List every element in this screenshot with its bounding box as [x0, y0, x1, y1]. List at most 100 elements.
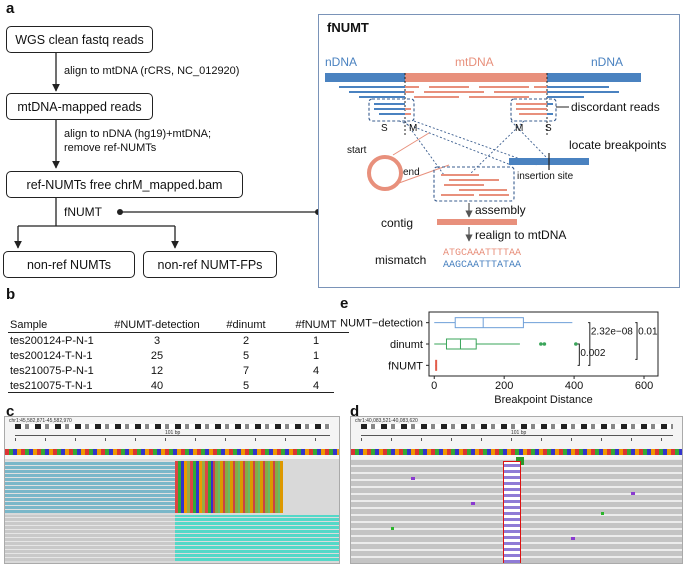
panel-label-d: d [350, 403, 360, 420]
mismatch-block [175, 461, 213, 513]
label-ndna-left: nDNA [325, 55, 358, 69]
boxplot-chart: NUMT−detection dinumt fNUMT 0 200 400 600Break… [340, 311, 659, 405]
flow-box-nonref-numts: non-ref NUMTs [3, 251, 135, 278]
reference-sequence [351, 449, 682, 455]
box-outlier [542, 342, 547, 346]
igv-view-d: chr1:40,083,521-40,083,620 101 bp [350, 416, 683, 564]
label-discordant-reads: discordant reads [571, 100, 660, 114]
flow-box-nonref-fps: non-ref NUMT-FPs [143, 251, 277, 278]
table-cell: 1 [312, 334, 320, 347]
snv-mark [391, 527, 394, 530]
label-mismatch: mismatch [375, 253, 427, 267]
significance-bracket [635, 322, 638, 360]
table-cell: 12 [150, 364, 164, 377]
flow-step-align-mtdna: align to mtDNA (rCRS, NC_012920) [64, 65, 240, 77]
category-label: fNUMT [388, 360, 423, 372]
ruler-line [15, 435, 330, 436]
table-cell: 1 [312, 349, 320, 362]
label-s2: S [545, 123, 552, 134]
p-value-label: 2.32e−08 [591, 327, 633, 338]
table-bottom-rule [8, 392, 334, 393]
igv-span-d: 101 bp [511, 430, 527, 436]
table-row: tes200124-T-N-1 25 5 1 [8, 348, 349, 363]
flow-step-remove-ref: remove ref-NUMTs [64, 142, 157, 154]
label-realign: realign to mtDNA [475, 228, 567, 242]
label-contig: contig [381, 216, 414, 230]
table-row: tes210075-P-N-1 12 7 4 [8, 363, 349, 378]
ruler-line [361, 435, 673, 436]
insertion-mark [631, 492, 635, 495]
label-insertion-site: insertion site [517, 171, 574, 182]
table-row: tes210075-T-N-1 40 5 4 [8, 378, 349, 393]
panel-label-b: b [6, 286, 16, 303]
box-outlier [539, 342, 543, 346]
table-cell: 4 [312, 379, 320, 392]
table-cell: 5 [242, 349, 250, 362]
flow-step-align-ndna: align to nDNA (hg19)+mtDNA; [64, 128, 212, 140]
table-header: #dinumt [209, 317, 283, 333]
flow-box-mtdna-mapped: mtDNA-mapped reads [6, 93, 153, 120]
label-mtdna: mtDNA [455, 55, 494, 69]
table-row: tes200124-P-N-1 3 2 1 [8, 333, 349, 349]
x-tick-label: 600 [635, 380, 653, 392]
ruler-ticks [15, 438, 330, 441]
igv-locus-c: chr1:45,582,871-45,582,970 [9, 418, 72, 424]
reference-sequence [5, 449, 339, 455]
reads-block-right [175, 515, 339, 561]
table-cell: 5 [242, 379, 250, 392]
flow-box-fastq: WGS clean fastq reads [6, 26, 153, 53]
fnumt-diagram [325, 73, 641, 242]
category-label: NUMT−detection [340, 318, 423, 330]
flow-box-bam: ref-NUMTs free chrM_mapped.bam [6, 171, 243, 198]
label-start: start [347, 145, 367, 156]
x-tick-label: 400 [565, 380, 583, 392]
x-tick-label: 0 [431, 380, 437, 392]
table-cell: 40 [150, 379, 164, 392]
label-m1: M [409, 123, 418, 134]
igv-span-c: 101 bp [165, 430, 181, 436]
label-ndna-right: nDNA [591, 55, 624, 69]
sequence-top: ATGCAAATTTTAA [443, 248, 522, 259]
significance-bracket [588, 322, 591, 366]
x-tick-label: 200 [495, 380, 513, 392]
category-label: dinumt [390, 339, 423, 351]
box-body [445, 338, 477, 350]
flow-arrows [14, 53, 320, 249]
table-cell: tes200124-P-N-1 [10, 334, 94, 347]
sequence-bottom: AAGCAATTTATAA [443, 260, 522, 271]
table-cell: tes210075-T-N-1 [10, 379, 93, 392]
table-cell: 25 [150, 349, 164, 362]
panel-label-a: a [6, 0, 15, 17]
panel-label-c: c [6, 403, 15, 420]
reads-block-left [5, 461, 175, 513]
label-assembly: assembly [475, 203, 526, 217]
table-header-row: Sample #NUMT-detection #dinumt #fNUMT [8, 317, 349, 333]
detection-table: Sample #NUMT-detection #dinumt #fNUMT te… [8, 317, 349, 393]
table-header: Sample [8, 317, 105, 333]
chromosome-ideogram [361, 424, 673, 429]
box-outlier [574, 342, 578, 346]
reads-block-gray [5, 515, 175, 561]
table-cell: tes200124-T-N-1 [10, 349, 93, 362]
table-cell: 3 [153, 334, 161, 347]
flow-tool-label: fNUMT [64, 205, 102, 219]
insertion-mark [571, 537, 575, 540]
p-value-label: 0.01 [638, 327, 658, 338]
igv-locus-d: chr1:40,083,521-40,083,620 [355, 418, 418, 424]
ruler-ticks [361, 438, 673, 441]
label-s1: S [381, 123, 388, 134]
table-cell: 2 [242, 334, 250, 347]
table-header: #fNUMT [283, 317, 349, 333]
x-axis-label: Breakpoint Distance [494, 394, 592, 405]
fnumt-title: fNUMT [327, 20, 369, 35]
table-cell: tes210075-P-N-1 [10, 364, 94, 377]
igv-view-c: chr1:45,582,871-45,582,970 101 bp [4, 416, 340, 564]
table-header: #NUMT-detection [105, 317, 209, 333]
snv-mark [601, 512, 604, 515]
table-cell: 7 [242, 364, 250, 377]
highlighted-breakpoint-region [503, 461, 521, 563]
box-body [454, 317, 524, 329]
p-value-label: 0.002 [580, 348, 605, 359]
chromosome-ideogram [15, 424, 330, 429]
label-locate-breakpoints: locate breakpoints [569, 138, 667, 152]
